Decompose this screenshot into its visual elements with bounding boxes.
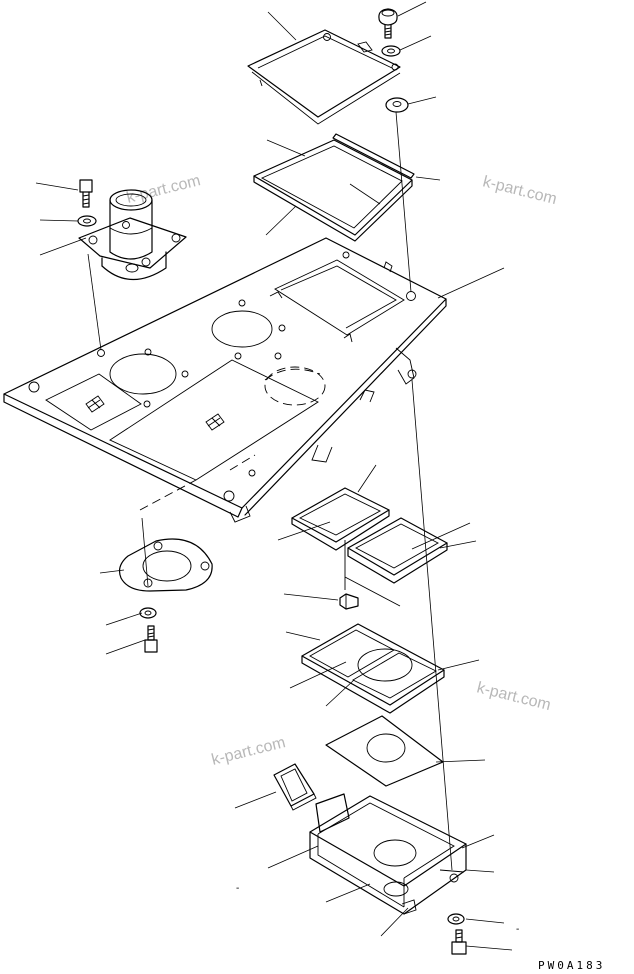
- gasket-plate: [325, 715, 444, 787]
- under-box: [309, 793, 467, 915]
- clip-guide: [344, 540, 401, 607]
- left-bolt: [144, 625, 158, 653]
- mounting-bracket: [118, 538, 213, 592]
- steering-column-flange: [78, 189, 187, 281]
- cover-frame-seal: [253, 139, 413, 242]
- upper-bolt: [79, 179, 93, 208]
- watermark-3: k-part.com: [475, 679, 552, 714]
- alignment-lines: [87, 111, 453, 871]
- grommet-top: [385, 97, 409, 113]
- top-cover-plate: [247, 29, 401, 125]
- knob-bolt: [378, 8, 398, 39]
- dash-mark-1: -: [236, 883, 239, 894]
- leader-lines: [35, 1, 513, 951]
- bottom-bolt: [451, 929, 467, 955]
- upper-washer: [77, 215, 97, 227]
- seal-strip: [332, 133, 415, 179]
- small-frame: [273, 763, 317, 811]
- watermark-2: k-part.com: [481, 173, 558, 208]
- tray-frame-a: [291, 487, 390, 551]
- tray-frame-b: [347, 517, 448, 584]
- left-washer: [139, 607, 157, 619]
- reference-code: PW0A183: [538, 959, 605, 972]
- washer-top: [381, 45, 401, 57]
- clip: [339, 593, 359, 610]
- watermark-4: k-part.com: [210, 734, 287, 769]
- main-floor-plate: [3, 237, 447, 523]
- dash-mark-2: -: [516, 924, 519, 935]
- watermark-1: k-part.com: [125, 172, 202, 207]
- bottom-washer: [447, 913, 465, 925]
- double-tray-frame: [301, 623, 445, 714]
